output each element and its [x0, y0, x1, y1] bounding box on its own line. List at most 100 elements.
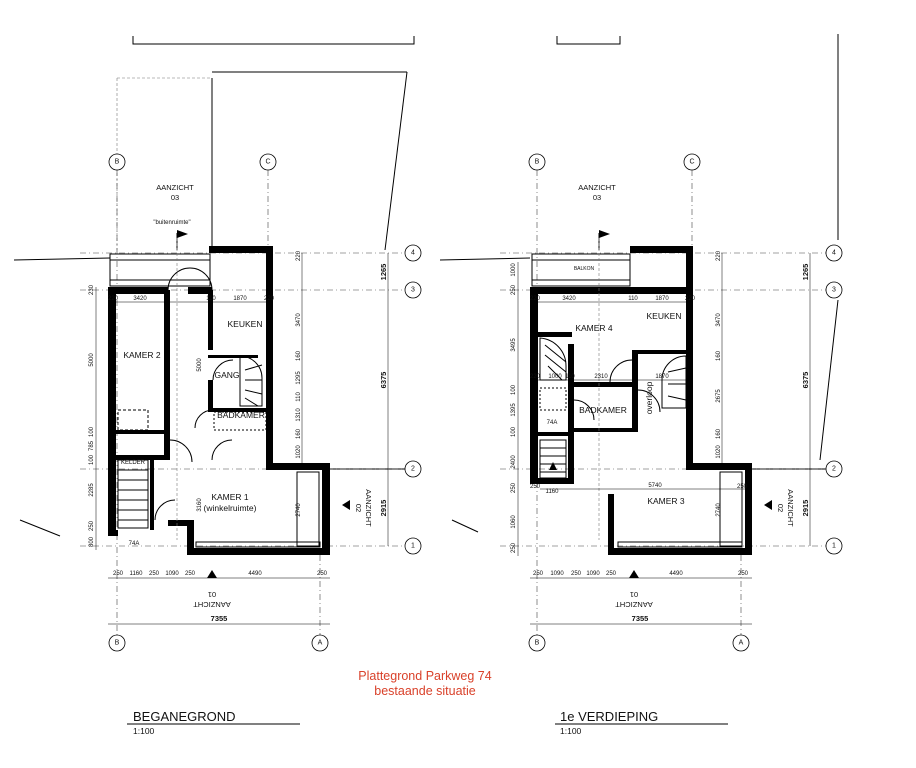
dimension-text: 5000	[89, 353, 95, 367]
wall	[568, 382, 638, 387]
bathroom-tiles	[213, 411, 267, 431]
neighbour-line	[439, 257, 531, 261]
wall	[530, 287, 688, 294]
wall	[208, 408, 268, 412]
dimension-text: 1020	[716, 445, 722, 459]
dimension-text: 1310	[296, 408, 302, 422]
window-frame	[719, 471, 743, 547]
room-label-kamer3: KAMER 3	[647, 496, 685, 506]
drawing-subtitle: bestaande situatie	[374, 684, 476, 698]
spiral-stair	[661, 355, 687, 409]
grid-bubble-1	[825, 537, 843, 555]
site-boundary-line	[384, 71, 408, 251]
grid-label-3: 3	[411, 287, 415, 294]
wall	[190, 548, 330, 555]
dimension-text: 1870	[655, 374, 669, 380]
dimension-text: 3495	[511, 338, 517, 352]
dimension-text: 2285	[89, 483, 95, 497]
stair-treads	[544, 344, 567, 381]
unit-label: 74A	[129, 541, 140, 547]
cellar-stair	[117, 459, 149, 529]
wall	[538, 432, 572, 436]
dimension-text: 1090	[586, 571, 600, 577]
dimension-text: 1000	[511, 263, 517, 277]
section-arrow	[764, 500, 772, 510]
section-arrow	[207, 570, 217, 578]
spiral-stair	[239, 355, 263, 407]
dimension-text: 1265	[801, 264, 810, 281]
dimension-text: 250	[737, 484, 748, 490]
stair-treads	[244, 364, 263, 407]
wall	[116, 430, 166, 434]
dimension-text: 1020	[296, 445, 302, 459]
dimension-text: 110	[628, 296, 638, 302]
ground-floor-name: BEGANEGROND	[133, 709, 236, 724]
grid-bubble-b	[528, 153, 546, 171]
dimension-text: 2740	[716, 503, 722, 517]
section-arrow	[342, 500, 350, 510]
door-swing	[194, 409, 214, 429]
grid-label-b: B	[535, 159, 540, 166]
neighbour-line	[13, 257, 111, 261]
aanzicht-number: 01	[208, 590, 216, 599]
wall	[209, 246, 273, 253]
dimension-text: 1295	[296, 371, 302, 385]
dimension-text: 110	[296, 392, 302, 402]
dimension-text: 250	[113, 571, 124, 577]
grid-bubble-b	[528, 634, 546, 652]
dimension-text: 100	[511, 426, 517, 437]
grid-bubble-4	[825, 244, 843, 262]
grid-bubble-3	[404, 281, 422, 299]
dimension-text: 250	[738, 571, 749, 577]
room-label-overloop: overloop	[644, 381, 654, 414]
dimension-text: 2675	[716, 389, 722, 403]
dimension-text: 220	[264, 296, 275, 302]
door-swing	[189, 267, 213, 291]
dimension-text: 160	[716, 428, 722, 439]
dimension-text: 250	[149, 571, 160, 577]
aanzicht-number: 01	[630, 590, 638, 599]
grid-label-a: A	[318, 640, 323, 647]
room-label-keuken: KEUKEN	[647, 311, 682, 321]
door-swing	[211, 439, 233, 461]
wall	[208, 380, 213, 408]
aanzicht-number: 02	[776, 504, 785, 512]
door-swing	[167, 267, 191, 291]
wall	[150, 460, 154, 530]
dimension-text: 220	[530, 296, 541, 302]
grid-label-b: B	[535, 640, 540, 647]
room-label-badkamer: BADKAMER	[217, 410, 265, 420]
cellar-outline	[117, 409, 149, 431]
dimension-text: 3420	[562, 296, 576, 302]
aanzicht-number: 03	[593, 193, 601, 202]
dimension-text: 1395	[511, 403, 517, 417]
dimension-text: 100	[89, 454, 95, 465]
dimension-text: 2310	[594, 374, 608, 380]
ground-floor-scale: 1:100	[133, 726, 155, 736]
dimension-text: 220	[716, 250, 722, 261]
dimension-text: 250	[606, 571, 617, 577]
wall	[686, 246, 693, 468]
grid-label-4: 4	[832, 250, 836, 257]
aanzicht-label: AANZICHT	[193, 600, 231, 609]
dimension-text: 2400	[511, 455, 517, 469]
grid-label-b: B	[115, 159, 120, 166]
dimension-text: 250	[530, 484, 541, 490]
stair-outline	[539, 387, 567, 411]
wall	[612, 548, 752, 555]
dimension-text: 1265	[379, 264, 388, 281]
door-swing	[154, 499, 176, 521]
dimension-text: 250	[533, 571, 544, 577]
grid-bubble-1	[404, 537, 422, 555]
stair-treads	[540, 447, 566, 473]
dimension-text: 1000	[548, 374, 562, 380]
dimension-text: 2740	[296, 503, 302, 517]
grid-bubble-a	[311, 634, 329, 652]
room-label-kamer4: KAMER 4	[575, 323, 613, 333]
room-label-kelder: KELDER	[121, 460, 146, 466]
dimension-text: 250	[511, 284, 517, 295]
dimension-text: 250	[89, 520, 95, 531]
site-boundary-line	[132, 36, 415, 45]
site-boundary-line	[819, 299, 839, 461]
dimension-text: 4490	[248, 571, 262, 577]
